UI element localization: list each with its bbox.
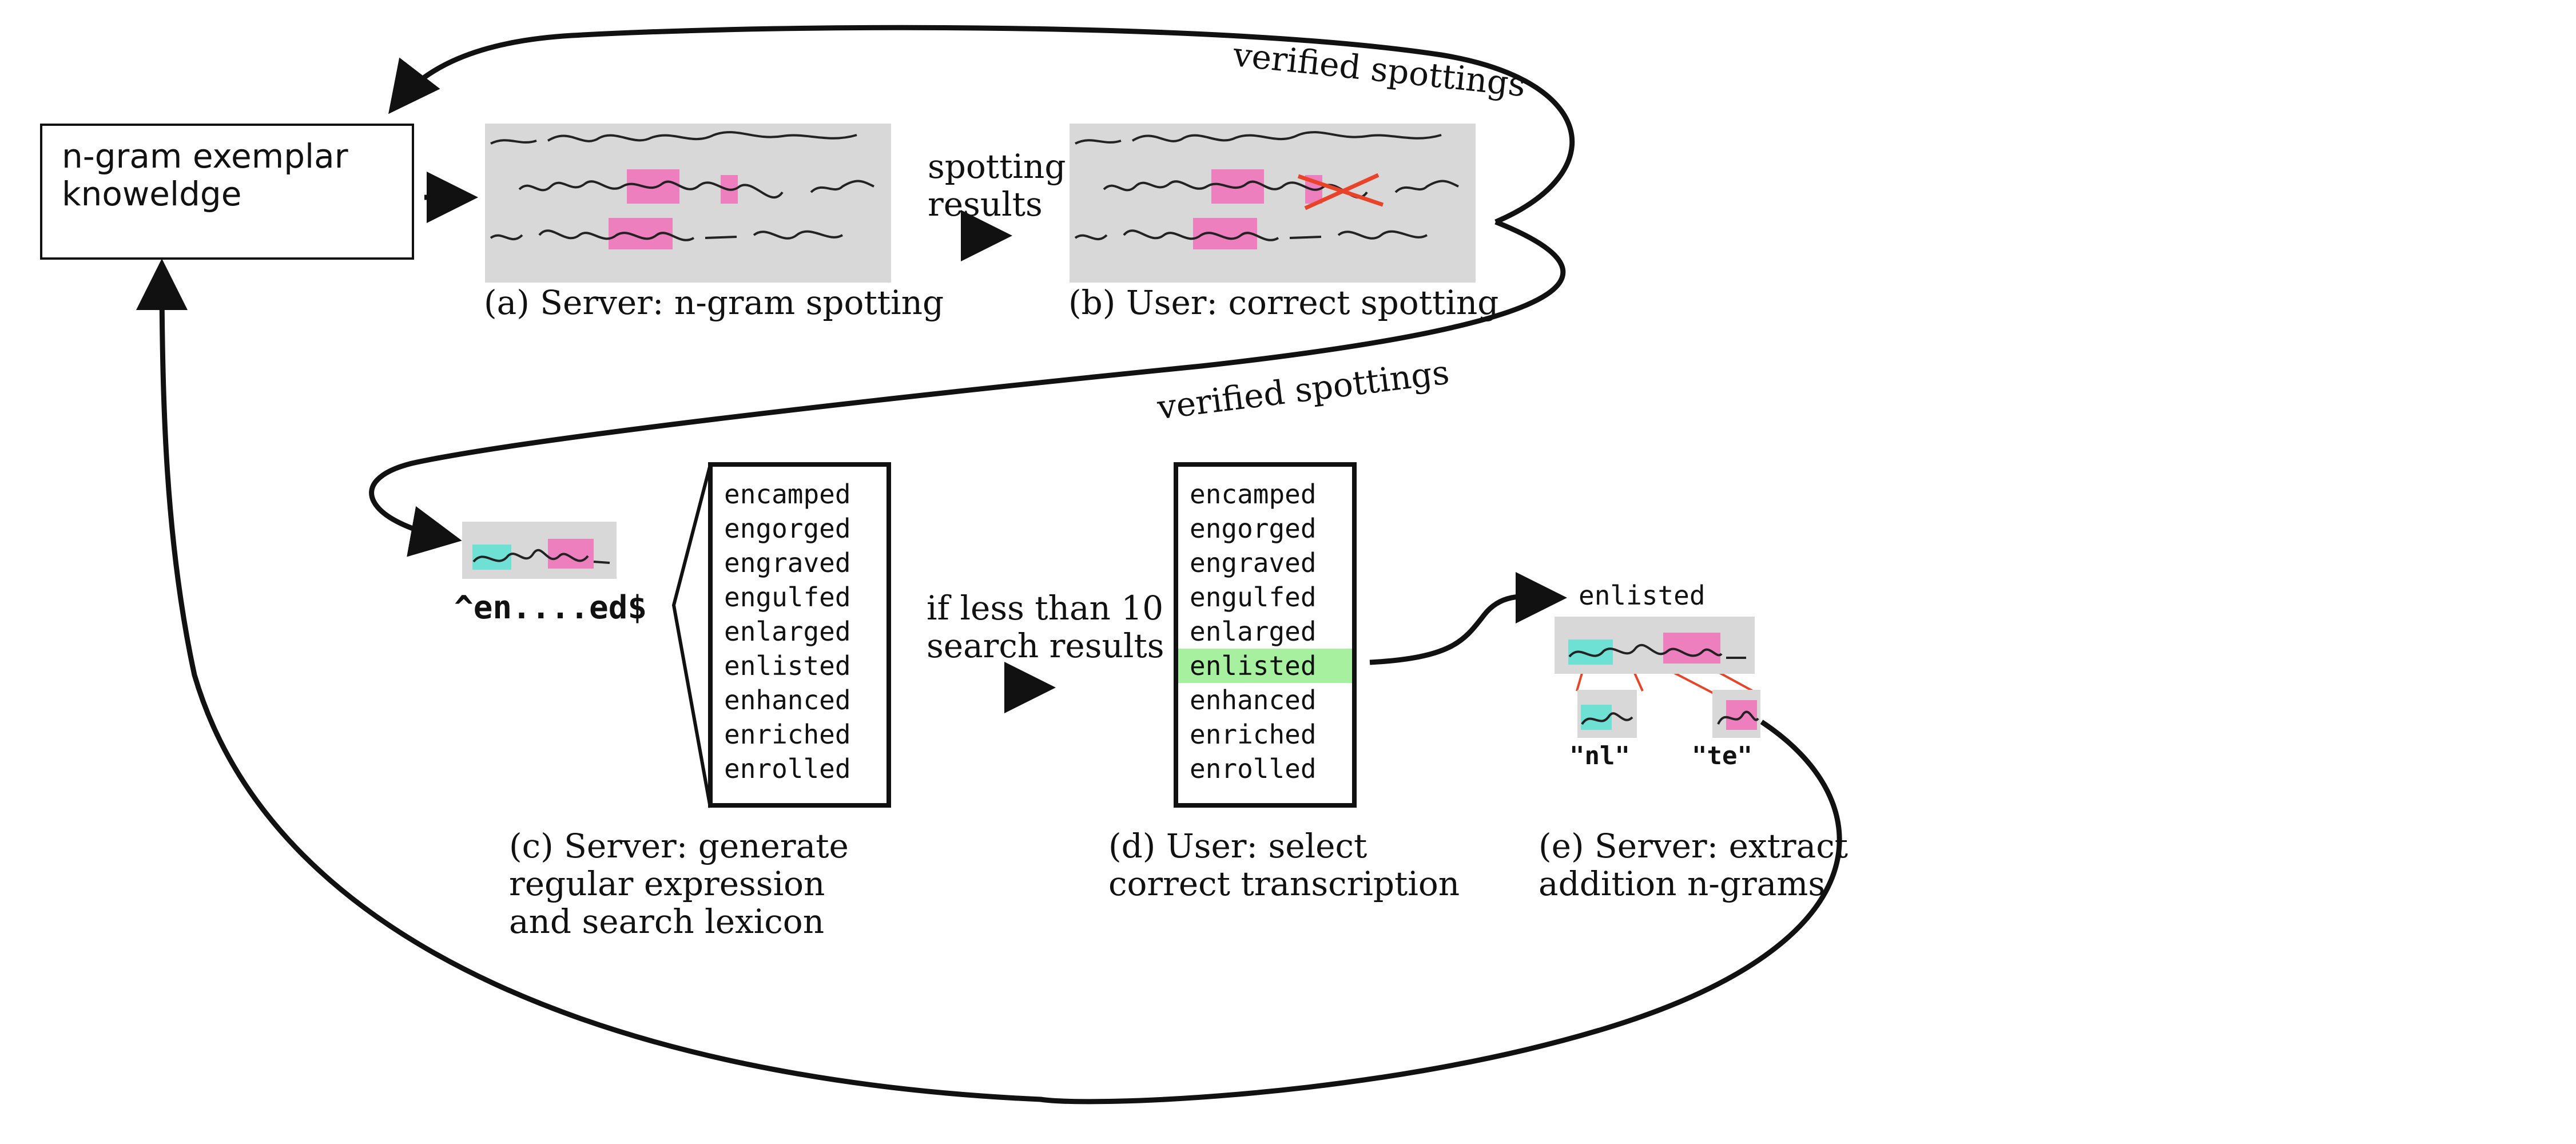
spotting-label-line1: spotting <box>928 147 1066 186</box>
ngram-label-te: "te" <box>1692 741 1752 770</box>
handwriting-word-e <box>1555 617 1755 674</box>
caption-e-line1: (e) Server: extract <box>1539 827 1848 865</box>
ngram-image-te <box>1712 690 1760 738</box>
arc-verified-mid <box>369 219 1566 557</box>
lexicon-list-d: encamped engorged engraved engulfed enla… <box>1174 462 1357 808</box>
caption-e-line2: addition n-grams <box>1539 864 1826 903</box>
lexicon-item[interactable]: enrolled <box>1190 753 1317 784</box>
lexicon-item: engraved <box>724 547 851 578</box>
handwriting-image-a <box>485 124 891 283</box>
knowledge-box: n-gram exemplar knoweldge <box>40 124 414 260</box>
lexicon-item: enlarged <box>724 616 851 647</box>
ngram-label-nl: "nl" <box>1569 741 1630 770</box>
lexicon-item: enlisted <box>724 650 851 681</box>
lexicon-item: enriched <box>724 719 851 750</box>
caption-d-line1: (d) User: select <box>1108 827 1367 865</box>
regex-bracket <box>671 464 712 808</box>
lexicon-item[interactable]: engorged <box>1190 513 1317 544</box>
caption-c-line3: and search lexicon <box>509 902 825 941</box>
caption-c-line1: (c) Server: generate <box>509 827 849 865</box>
lexicon-item-selected[interactable]: enlisted <box>1178 649 1352 683</box>
caption-a: (a) Server: n-gram spotting <box>484 283 944 322</box>
lexicon-item[interactable]: enlarged <box>1190 616 1317 647</box>
knowledge-box-text: n-gram exemplar knoweldge <box>62 137 348 213</box>
handwriting-word-c <box>462 522 617 579</box>
correction-cross-icon <box>1297 173 1384 210</box>
lexicon-item: engorged <box>724 513 851 544</box>
lexicon-list-c: encamped engorged engraved engulfed enla… <box>708 462 891 808</box>
ngram-image-nl <box>1577 690 1637 738</box>
arc-return-to-knowledge <box>136 259 1842 1105</box>
lexicon-item: enrolled <box>724 753 851 784</box>
knowledge-line2: knoweldge <box>62 174 242 213</box>
threshold-line2: search results <box>927 626 1164 665</box>
threshold-line1: if less than 10 <box>927 589 1164 627</box>
caption-d-line2: correct transcription <box>1108 864 1460 903</box>
lexicon-item[interactable]: engulfed <box>1190 582 1317 613</box>
arrow-d-to-e <box>1369 571 1567 665</box>
arc-verified-top <box>388 25 1575 225</box>
lexicon-item[interactable]: enhanced <box>1190 685 1317 716</box>
handwriting-image-b <box>1070 124 1476 283</box>
lexicon-item[interactable]: engraved <box>1190 547 1317 578</box>
lexicon-item[interactable]: encamped <box>1190 479 1317 510</box>
lexicon-item: enhanced <box>724 685 851 716</box>
caption-b: (b) User: correct spotting <box>1068 283 1499 322</box>
regex-text: ^en....ed$ <box>454 589 647 626</box>
spotting-label-line2: results <box>928 185 1043 224</box>
extracted-word-label: enlisted <box>1579 580 1706 611</box>
lexicon-item: engulfed <box>724 582 851 613</box>
caption-c-line2: regular expression <box>509 864 825 903</box>
lexicon-item[interactable]: enriched <box>1190 719 1317 750</box>
knowledge-line1: n-gram exemplar <box>62 137 348 176</box>
lexicon-item: encamped <box>724 479 851 510</box>
